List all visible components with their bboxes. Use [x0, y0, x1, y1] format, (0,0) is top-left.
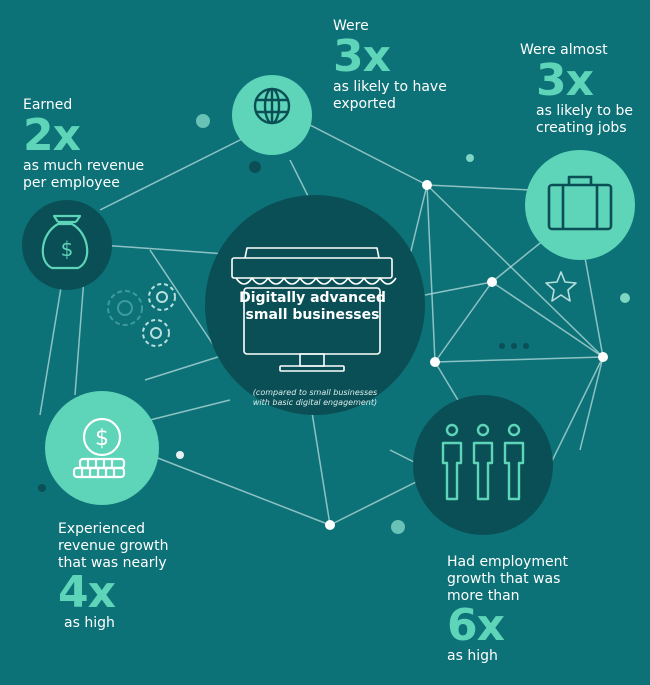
stat-post-line1: as likely to have — [333, 78, 447, 95]
center-note-line1: (compared to small businesses — [252, 388, 378, 397]
people-icon — [441, 423, 525, 501]
center-title-line2: small businesses — [245, 306, 380, 323]
svg-text:$: $ — [61, 237, 74, 261]
stat-post: as high — [64, 615, 115, 632]
stat-pre: Were — [333, 18, 369, 34]
stat-post-line1: as likely to be — [536, 102, 633, 119]
svg-text:$: $ — [95, 426, 109, 451]
stat-post-line2: creating jobs — [536, 119, 627, 136]
stat-pre-line2: revenue growth — [58, 537, 169, 554]
stat-pre-line2: growth that was — [447, 570, 561, 587]
storefront-icon — [231, 247, 397, 372]
stat-post-line1: as much revenue — [23, 157, 145, 174]
stat-exported: Were 3x as likely to have exported — [333, 18, 447, 112]
star-icon — [545, 271, 577, 302]
stat-revenue-growth: Experienced revenue growth that was near… — [58, 521, 168, 632]
stat-post: as high — [447, 648, 498, 665]
stat-post-line2: exported — [333, 95, 396, 112]
briefcase-circle — [525, 150, 635, 260]
briefcase-icon — [547, 175, 613, 231]
network-nodes — [325, 180, 608, 530]
gears-icon — [107, 283, 176, 347]
stat-figure: 4x — [58, 567, 116, 619]
center-title: Digitally advanced small businesses — [235, 290, 390, 324]
stat-pre-line3: more than — [447, 587, 520, 604]
center-circle — [205, 195, 425, 415]
stat-creating-jobs: Were almost 3x as likely to be creating … — [520, 42, 633, 136]
stat-figure: 2x — [23, 109, 81, 161]
stat-figure: 3x — [333, 30, 391, 82]
decorative-dots — [38, 114, 630, 534]
center-note-line2: with basic digital engagement) — [252, 398, 378, 408]
stat-employment-growth: Had employment growth that was more than… — [447, 554, 568, 665]
people-circle — [413, 395, 553, 535]
stat-pre-line3: that was nearly — [58, 554, 167, 571]
stat-pre: Were almost — [520, 42, 608, 58]
stat-revenue-per-employee: Earned 2x as much revenue per employee — [23, 97, 144, 191]
stat-pre-line1: Experienced — [58, 521, 145, 537]
coins-icon: $ — [72, 417, 126, 479]
center-note: (compared to small businesses with basic… — [235, 388, 395, 409]
money-bag-circle — [22, 200, 112, 290]
globe-icon — [253, 87, 291, 125]
stat-pre-line1: Had employment — [447, 554, 568, 570]
money-bag-icon: $ — [41, 214, 89, 270]
stat-pre: Earned — [23, 97, 73, 113]
stat-figure: 3x — [536, 54, 594, 106]
center-title-line1: Digitally advanced — [239, 290, 386, 306]
stat-post-line2: per employee — [23, 174, 120, 191]
stat-figure: 6x — [447, 600, 505, 652]
